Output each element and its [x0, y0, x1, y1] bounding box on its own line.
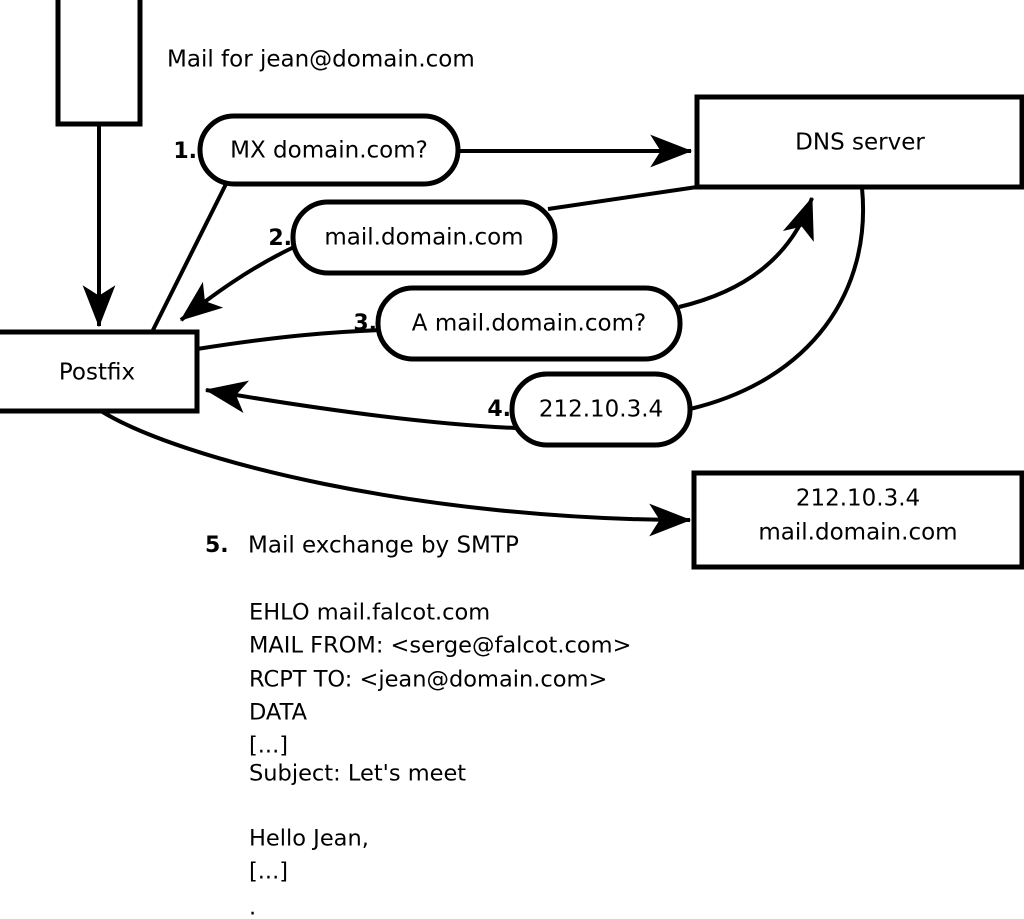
step-bubble-1[interactable]	[197, 113, 461, 187]
step-bubble-2[interactable]	[290, 199, 558, 276]
node-remote-mx-hostname: mail.domain.com	[758, 520, 957, 546]
edge-postfix-to-step1	[150, 183, 228, 333]
step-5-label: Mail exchange by SMTP	[248, 533, 519, 559]
step-number-1: 1.	[173, 139, 197, 164]
edge-step2-to-postfix	[179, 245, 295, 322]
node-sender-host[interactable]	[55, 0, 143, 127]
edge-postfix-to-remote-mx	[99, 409, 692, 537]
transcript-line-8: [...]	[249, 859, 288, 885]
edge-dns-to-step2	[547, 185, 698, 211]
node-dns-server-label: DNS server	[795, 130, 925, 156]
edge-dns-to-step4	[689, 187, 865, 411]
step-number-2: 2.	[268, 226, 292, 251]
edge-postfix-to-step3	[196, 328, 382, 351]
mail-for-note: Mail for jean@domain.com	[167, 47, 475, 73]
transcript-line-5: Subject: Let's meet	[249, 761, 466, 787]
step-number-3: 3.	[353, 311, 377, 336]
node-dns-server[interactable]	[694, 94, 1024, 190]
transcript-line-9: .	[249, 895, 256, 919]
step-bubble-1-label: MX domain.com?	[230, 138, 428, 164]
node-postfix[interactable]	[0, 329, 200, 414]
step-bubble-2-label: mail.domain.com	[324, 225, 523, 251]
transcript-line-1: MAIL FROM: <serge@falcot.com>	[249, 633, 631, 659]
transcript-line-3: DATA	[249, 700, 308, 726]
step-number-5: 5.	[205, 533, 229, 558]
transcript-line-4: [...]	[249, 733, 288, 759]
transcript-line-2: RCPT TO: <jean@domain.com>	[249, 667, 607, 693]
node-remote-mx[interactable]	[691, 470, 1024, 570]
step-bubble-4[interactable]	[509, 371, 693, 448]
step-number-4: 4.	[487, 397, 511, 422]
transcript-line-7: Hello Jean,	[249, 826, 369, 852]
step-bubble-4-label: 212.10.3.4	[539, 397, 663, 423]
step-bubble-3-label: A mail.domain.com?	[412, 311, 646, 337]
edge-step4-to-postfix	[204, 380, 516, 430]
step-bubble-3[interactable]	[375, 285, 683, 362]
node-remote-mx-ip: 212.10.3.4	[796, 486, 920, 512]
edge-step3-to-dns	[678, 196, 814, 309]
transcript-line-0: EHLO mail.falcot.com	[249, 600, 490, 626]
node-postfix-label: Postfix	[59, 360, 135, 386]
